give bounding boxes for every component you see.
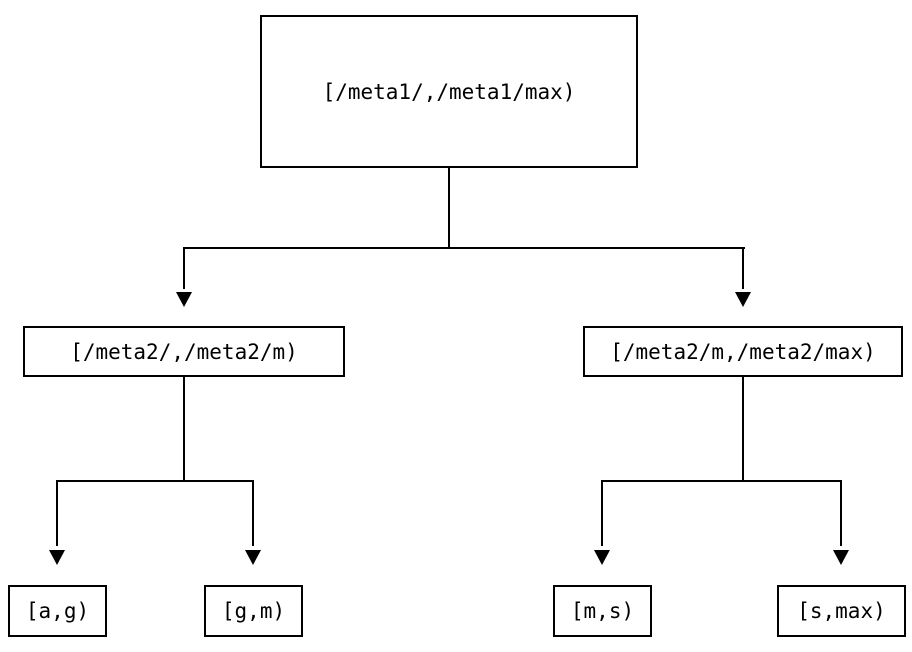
tree-node-meta2-right: [/meta2/m,/meta2/max): [583, 326, 903, 377]
tree-node-root-label: [/meta1/,/meta1/max): [322, 79, 576, 104]
tree-leaf-a-g: [a,g): [8, 585, 107, 637]
tree-leaf-a-g-label: [a,g): [25, 599, 90, 623]
arrowhead-down-icon: [735, 292, 751, 307]
arrowhead-down-icon: [833, 550, 849, 565]
connector-leaf-ms-vertical: [601, 480, 603, 546]
arrowhead-down-icon: [49, 550, 65, 565]
tree-leaf-g-m: [g,m): [204, 585, 303, 637]
tree-leaf-s-max-label: [s,max): [797, 599, 886, 623]
connector-right-subtree-horizontal: [601, 480, 842, 482]
arrowhead-down-icon: [245, 550, 261, 565]
arrowhead-down-icon: [176, 292, 192, 307]
connector-root-vertical: [448, 168, 450, 249]
connector-leaf-ag-vertical: [56, 480, 58, 546]
connector-left-subtree-horizontal: [56, 480, 254, 482]
tree-leaf-g-m-label: [g,m): [221, 599, 286, 623]
arrowhead-down-icon: [594, 550, 610, 565]
tree-node-meta2-left: [/meta2/,/meta2/m): [23, 326, 345, 377]
connector-right-subtree-vertical: [742, 377, 744, 481]
connector-left-subtree-vertical: [183, 377, 185, 481]
tree-leaf-m-s-label: [m,s): [570, 599, 635, 623]
connector-level1-right-vertical: [742, 247, 744, 289]
tree-node-meta2-left-label: [/meta2/,/meta2/m): [70, 339, 298, 364]
tree-leaf-m-s: [m,s): [553, 585, 652, 637]
connector-level1-horizontal: [183, 247, 745, 249]
tree-node-root: [/meta1/,/meta1/max): [260, 15, 638, 168]
connector-leaf-gm-vertical: [252, 480, 254, 546]
tree-node-meta2-right-label: [/meta2/m,/meta2/max): [610, 339, 876, 364]
tree-leaf-s-max: [s,max): [777, 585, 906, 637]
connector-leaf-smax-vertical: [840, 480, 842, 546]
connector-level1-left-vertical: [183, 247, 185, 289]
